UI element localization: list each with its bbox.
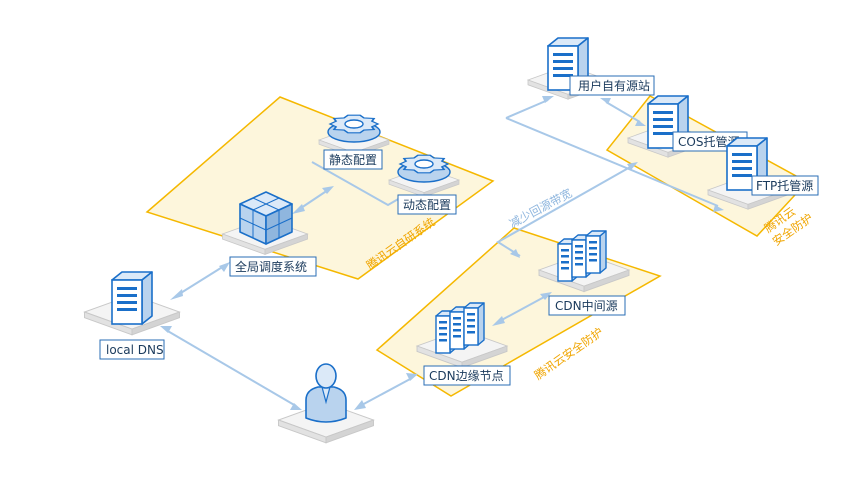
link-edge-mid	[497, 295, 547, 323]
cube-icon	[239, 191, 293, 245]
user-icon	[305, 363, 347, 423]
node-local-dns[interactable]: local DNS	[84, 271, 180, 360]
link-backsource-ftp	[505, 117, 719, 207]
cdn-edge-label: CDN边缘节点	[429, 369, 504, 383]
cdn-mid-label: CDN中间源	[555, 298, 618, 313]
arrowheads	[160, 96, 724, 410]
server-cluster-icon	[557, 230, 607, 282]
gslb-label: 全局调度系统	[235, 259, 307, 274]
node-client-user[interactable]	[278, 363, 374, 444]
link-backsource-user	[505, 99, 549, 119]
static-config-label: 静态配置	[329, 153, 377, 167]
cos-origin-label: COS托管源	[678, 134, 739, 149]
local-dns-label: local DNS	[106, 343, 164, 357]
link-dns-gslb	[175, 265, 225, 297]
node-static-config[interactable]: 静态配置	[318, 114, 390, 170]
note-reduce-backsource: 减少回源带宽	[507, 186, 575, 231]
dynamic-config-label: 动态配置	[403, 198, 451, 212]
node-ftp-origin[interactable]: FTP托管源	[707, 137, 819, 210]
node-cdn-edge[interactable]: CDN边缘节点	[416, 302, 511, 386]
server-icon	[111, 271, 153, 325]
link-static-dynamic	[311, 161, 401, 207]
link-user-cos	[605, 101, 641, 123]
node-user-origin[interactable]: 用户自有源站	[527, 37, 655, 100]
connections	[165, 99, 719, 407]
node-cdn-mid[interactable]: CDN中间源	[538, 230, 630, 316]
ftp-origin-label: FTP托管源	[756, 178, 813, 193]
link-user-edge	[359, 377, 413, 407]
server-cluster-icon	[435, 302, 485, 354]
gear-icon	[327, 114, 381, 143]
node-gslb[interactable]: 全局调度系统	[222, 191, 317, 277]
link-dns-user	[165, 329, 297, 407]
node-dynamic-config[interactable]: 动态配置	[388, 154, 460, 215]
user-origin-label: 用户自有源站	[578, 78, 650, 93]
link-backsource	[496, 165, 633, 257]
gear-icon	[397, 154, 451, 183]
